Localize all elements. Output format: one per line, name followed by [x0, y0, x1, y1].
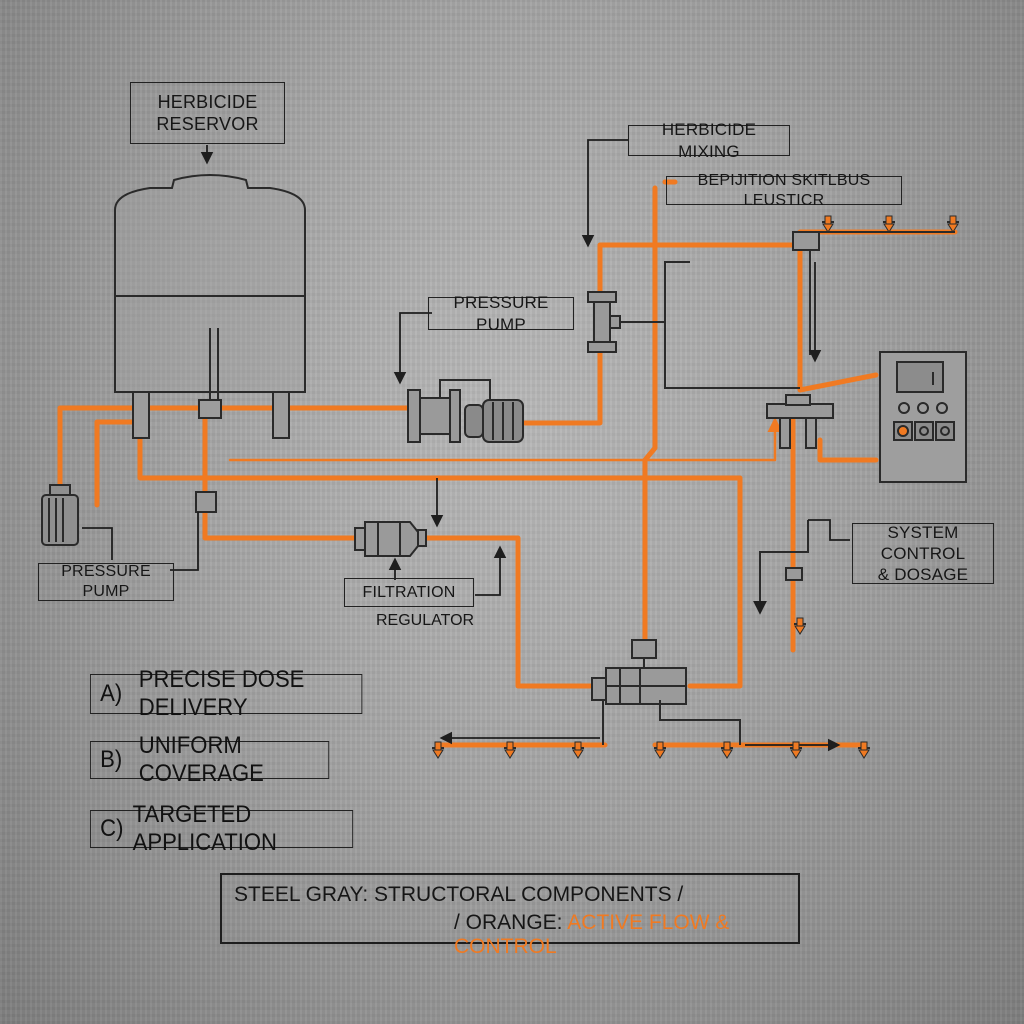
left-pump-motor [41, 484, 79, 546]
center-pressure-pump [407, 379, 524, 443]
top-right-label: BEPIJITION SKITLBUS LEUSTICR [666, 172, 902, 209]
pressure-pump-label-left: PRESSURE PUMP [38, 563, 174, 601]
benefit-text: TARGETED APPLICATION [132, 801, 278, 856]
benefit-letter: B) [100, 746, 123, 773]
legend-flow-prefix: / ORANGE: [454, 911, 568, 934]
benefit-item-c: C) TARGETED APPLICATION [90, 801, 354, 856]
reservoir-tank [114, 174, 306, 393]
benefit-letter: C) [100, 815, 124, 842]
benefit-letter: A) [100, 680, 123, 707]
regulator-label: REGULATOR [376, 612, 475, 629]
distribution-block [766, 394, 834, 449]
legend-flow-highlight: ACTIVE FLOW & CONTROL [454, 911, 730, 958]
control-label: SYSTEM CONTROL & DOSAGE [852, 523, 994, 584]
control-panel [879, 351, 967, 483]
leader-lines [82, 139, 850, 752]
legend-line-flow: / ORANGE: ACTIVE FLOW & CONTROL [454, 911, 798, 959]
mixing-label: HERBICIDE MIXING [628, 120, 790, 161]
filtration-label: FILTRATION [344, 578, 474, 607]
legend-line-structure: STEEL GRAY: STRUCTORAL COMPONENTS / [234, 883, 684, 906]
benefit-item-a: A) PRECISE DOSE DELIVERY [90, 666, 363, 721]
reservoir-label: HERBICIDE RESERVOR [130, 82, 285, 144]
nozzle-icon [793, 617, 807, 635]
benefit-text: PRECISE DOSE DELIVERY [138, 666, 305, 721]
bottom-manifold-pump [591, 639, 741, 745]
benefit-text: UNIFORM COVERAGE [138, 732, 264, 787]
pressure-pump-label-center: PRESSURE PUMP [428, 293, 574, 334]
filtration-unit [354, 521, 427, 557]
mixing-valve [587, 261, 800, 389]
color-legend: STEEL GRAY: STRUCTORAL COMPONENTS / / OR… [220, 873, 800, 958]
structural-components [41, 174, 967, 745]
benefit-item-b: B) UNIFORM COVERAGE [90, 732, 330, 787]
